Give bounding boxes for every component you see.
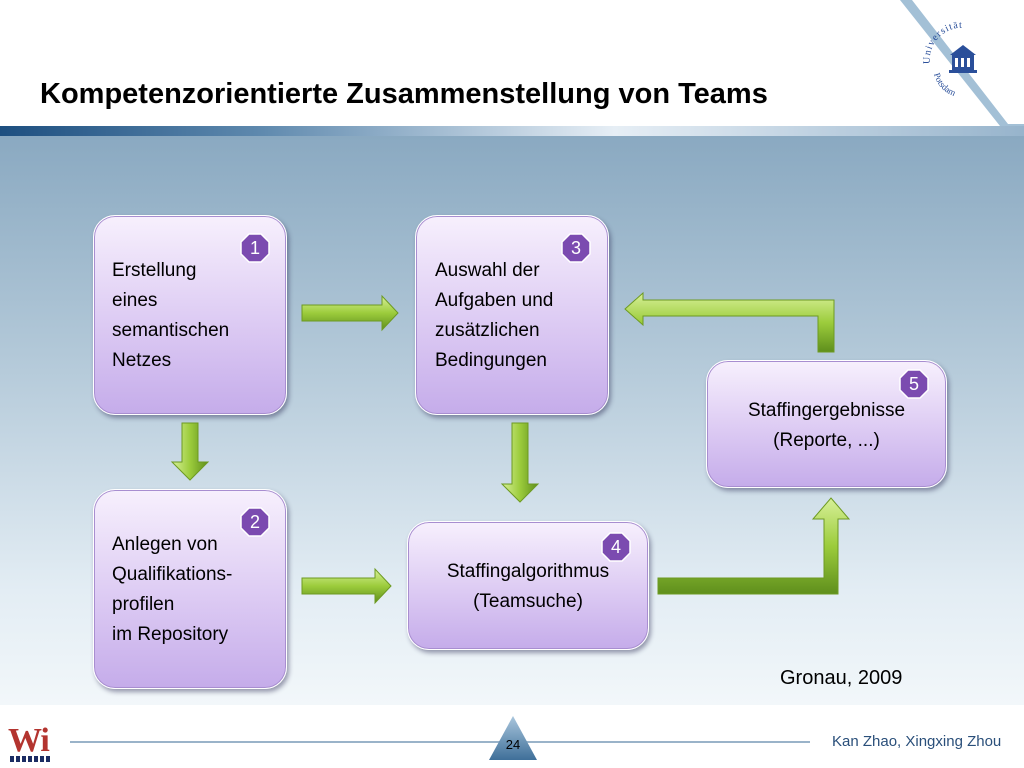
step-badge-1: 1: [240, 233, 270, 263]
step-badge-3: 3: [561, 233, 591, 263]
step-badge-4: 4: [601, 532, 631, 562]
step-4-line-1: Staffingalgorithmus: [446, 561, 610, 582]
step-badge-5: 5: [899, 369, 929, 399]
step-1-line-1: Erstellung: [112, 260, 197, 281]
header-corner-decoration: [900, 0, 1024, 126]
university-building-icon: [949, 45, 977, 73]
logo-city-text: Potsdam: [932, 72, 957, 98]
step-text-5: Staffingergebnisse (Reporte, ...): [711, 396, 942, 456]
step-3-line-4: Bedingungen: [435, 350, 547, 371]
step-1-line-2: eines: [112, 290, 158, 311]
footer-authors: Kan Zhao, Xingxing Zhou: [832, 733, 1002, 750]
step-number-5: 5: [908, 374, 919, 394]
step-text-3: Auswahl der Aufgaben und zusätzlichen Be…: [435, 256, 553, 376]
title-area: [0, 0, 1024, 128]
step-3-line-2: Aufgaben und: [435, 290, 554, 311]
citation: Gronau, 2009: [780, 667, 903, 689]
step-number-2: 2: [249, 512, 260, 532]
step-2-line-2: Qualifikations-: [112, 564, 233, 585]
step-1-line-4: Netzes: [112, 350, 172, 371]
page-number: 24: [505, 737, 521, 752]
step-4-line-2: (Teamsuche): [473, 591, 583, 612]
step-number-4: 4: [610, 537, 621, 557]
slide-title: Kompetenzorientierte Zusammenstellung vo…: [40, 78, 768, 110]
step-2-line-4: im Repository: [112, 624, 229, 645]
step-2-line-3: profilen: [112, 594, 175, 615]
title-bar: [0, 126, 1024, 136]
step-text-2: Anlegen von Qualifikations- profilen im …: [112, 530, 232, 650]
university-logo: Universität Potsdam: [914, 12, 1010, 108]
wi-logo-stripes: [10, 756, 50, 762]
step-text-4: Staffingalgorithmus (Teamsuche): [412, 557, 644, 617]
step-text-1: Erstellung eines semantischen Netzes: [112, 256, 229, 376]
step-3-line-3: zusätzlichen: [435, 320, 540, 341]
footer-line: [70, 741, 810, 743]
svg-text:Potsdam: Potsdam: [932, 72, 957, 98]
step-number-3: 3: [570, 238, 581, 258]
step-number-1: 1: [249, 238, 260, 258]
step-5-line-1: Staffingergebnisse: [747, 400, 906, 421]
step-1-line-3: semantischen: [112, 320, 230, 341]
page-marker-triangle: [489, 716, 537, 760]
step-5-line-2: (Reporte, ...): [773, 430, 880, 451]
step-3-line-1: Auswahl der: [435, 260, 540, 281]
step-badge-2: 2: [240, 507, 270, 537]
step-2-line-1: Anlegen von: [112, 534, 218, 555]
wi-logo: Wi: [8, 722, 50, 759]
